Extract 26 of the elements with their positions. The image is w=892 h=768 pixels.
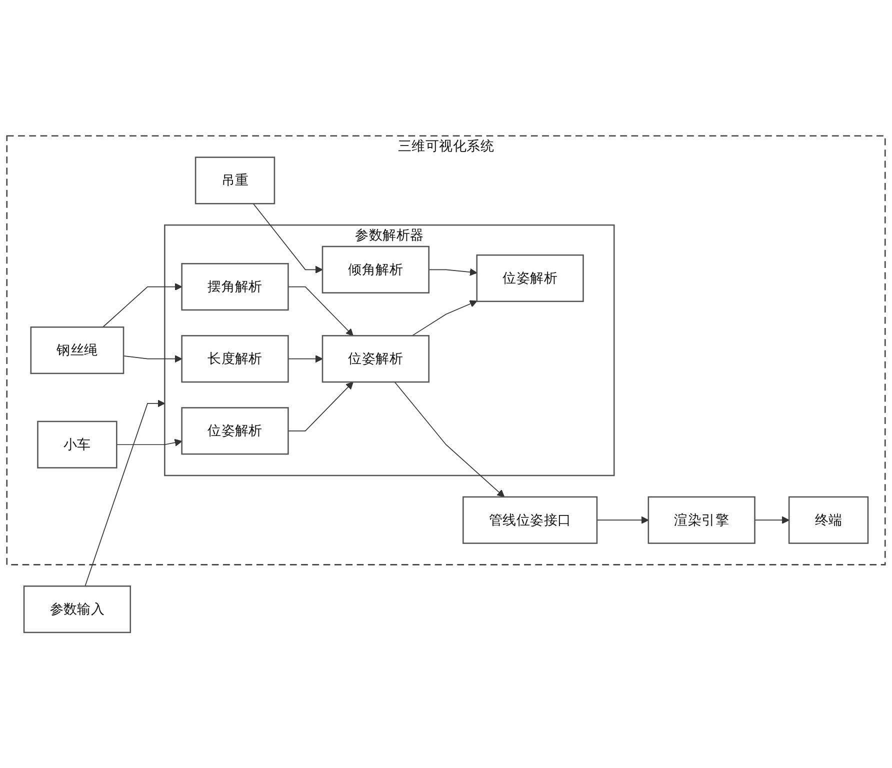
node-box: 渲染引擎: [648, 496, 756, 544]
node-box: 位姿解析: [181, 406, 289, 455]
arrow: [102, 282, 182, 328]
arrow: [428, 268, 478, 276]
arrow: [394, 381, 505, 498]
node-box: 终端: [788, 496, 869, 544]
arrow: [288, 354, 323, 362]
node-box: 摆角解析: [181, 262, 289, 310]
arrow: [288, 286, 354, 336]
node-box: 吊重: [194, 156, 276, 204]
node-box: 长度解析: [181, 334, 289, 382]
arrow: [84, 400, 166, 586]
arrow: [754, 516, 790, 524]
arrow: [116, 438, 182, 446]
node-box: 参数输入: [23, 585, 132, 633]
node-box: 小车: [37, 420, 118, 468]
node-box: 位姿解析: [322, 334, 430, 382]
node-box: 钢丝绳: [30, 326, 124, 374]
arrow: [412, 300, 478, 336]
arrow: [123, 354, 182, 362]
arrow: [596, 516, 649, 524]
arrow: [252, 203, 323, 274]
node-box: 倾角解析: [322, 246, 430, 294]
node-box: 管线位姿接口: [462, 496, 598, 544]
node-box: 位姿解析: [476, 254, 584, 302]
arrow: [288, 382, 354, 432]
